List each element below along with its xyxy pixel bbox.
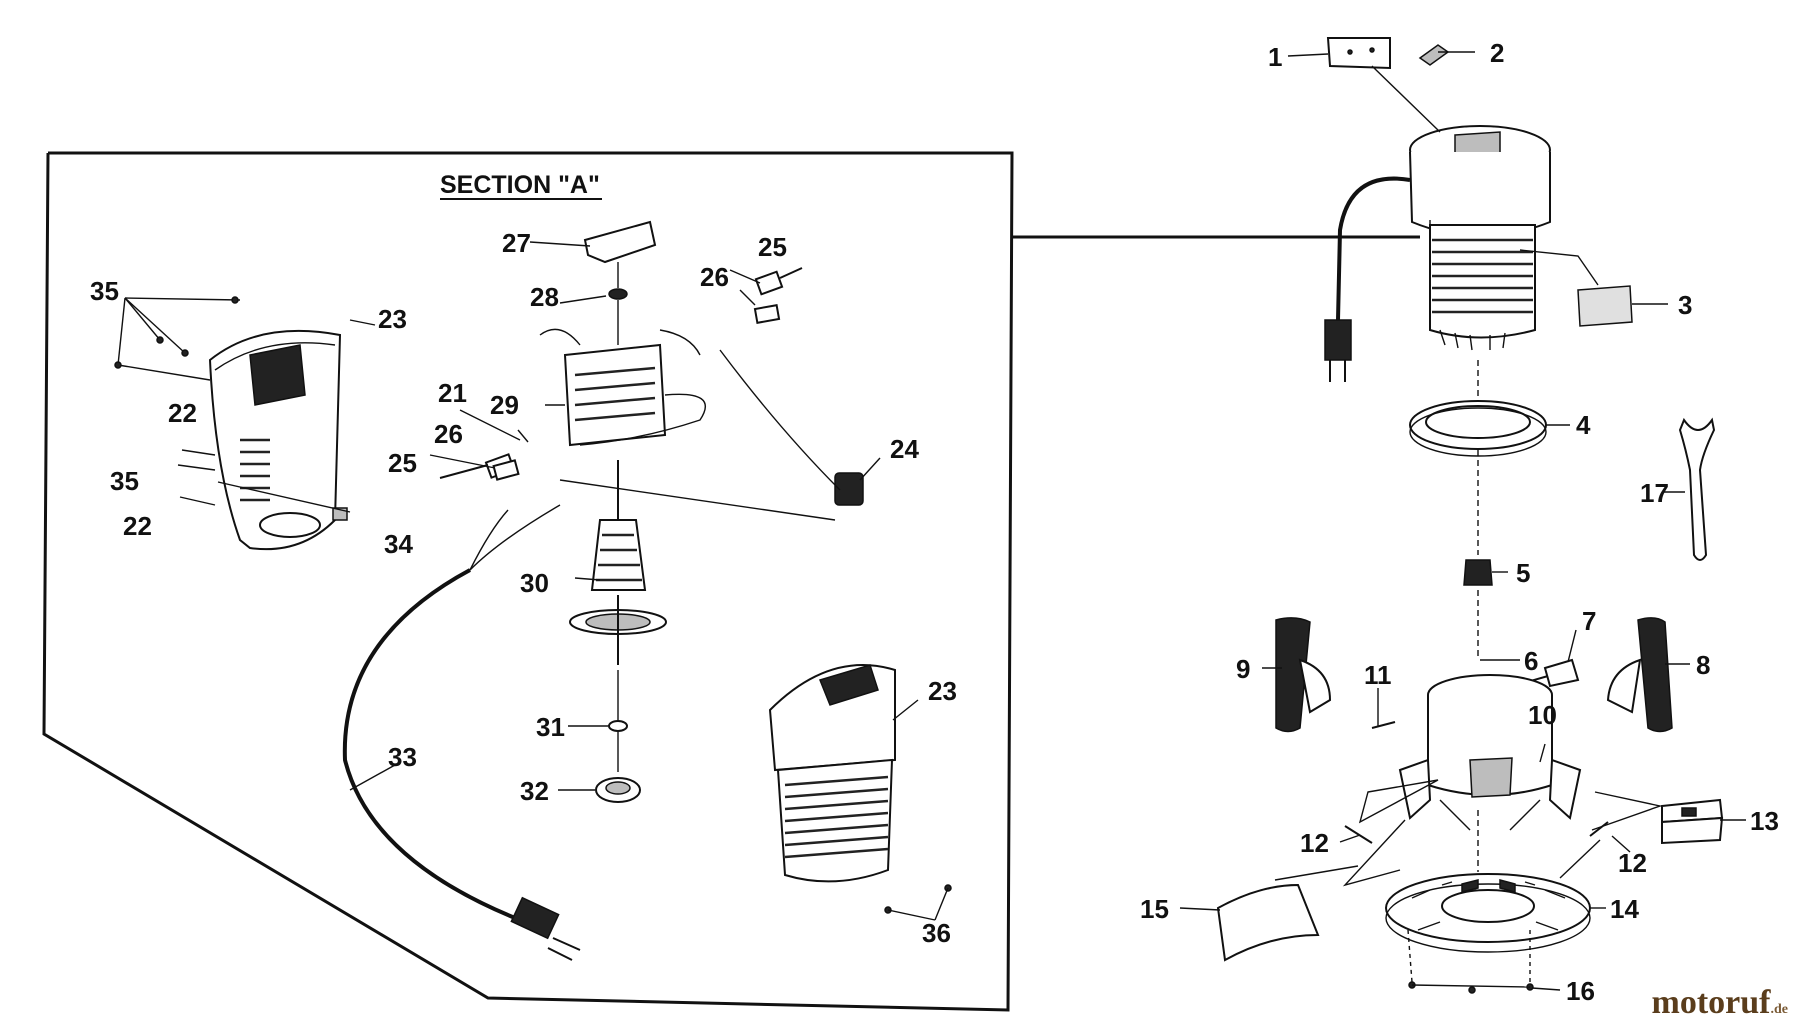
washer-31 (608, 720, 628, 732)
power-cord-assembly (1324, 176, 1411, 382)
brush-set-lower (439, 453, 520, 481)
chip-guard-15 (1216, 883, 1320, 962)
label-17: 17 (1640, 478, 1669, 508)
router-base-10 (1398, 674, 1582, 831)
screw-11 (1371, 721, 1396, 729)
motor-assembly (1409, 125, 1551, 351)
label-12a: 12 (1300, 828, 1329, 858)
lock-ring-4 (1409, 400, 1547, 457)
motor-housing-half (208, 329, 342, 551)
brush-holder (583, 220, 657, 264)
motor-housing-complete (768, 664, 952, 921)
label-11: 11 (1364, 660, 1392, 690)
label-22b: 22 (123, 511, 152, 541)
section-a-frame (42, 151, 1420, 1012)
leader-lines-section-a (217, 241, 919, 791)
label-22a: 22 (168, 398, 197, 428)
brush-set-upper (753, 267, 803, 324)
label-28: 28 (530, 282, 559, 312)
label-23a: 23 (378, 304, 407, 334)
label-7: 7 (1582, 606, 1596, 636)
label-2: 2 (1490, 38, 1504, 68)
label-4: 4 (1576, 410, 1591, 440)
base-plate-14 (1385, 873, 1591, 953)
watermark-logo: motoruf.de (1652, 984, 1788, 1022)
part-numbers: 35 23 22 35 22 34 27 28 26 25 21 29 26 2… (90, 38, 1779, 1006)
depth-stop-13 (1661, 798, 1724, 845)
label-31: 31 (536, 712, 565, 742)
label-23b: 23 (928, 676, 957, 706)
bearing-32 (595, 777, 641, 803)
label-30: 30 (520, 568, 549, 598)
handle-9 (1275, 617, 1332, 733)
switch-24 (559, 349, 864, 521)
label-35a: 35 (90, 276, 119, 306)
label-24: 24 (890, 434, 919, 464)
assembly-guide-lines (1274, 779, 1663, 984)
label-10: 10 (1528, 700, 1557, 730)
label-21: 21 (438, 378, 467, 408)
label-34: 34 (384, 529, 413, 559)
label-25a: 25 (758, 232, 787, 262)
watermark-brand: motoruf (1651, 984, 1771, 1021)
wrench-17 (1678, 417, 1716, 561)
label-25b: 25 (388, 448, 417, 478)
label-3 (1577, 285, 1633, 327)
label-26b: 26 (434, 419, 463, 449)
screws-16 (1408, 981, 1534, 994)
label-6: 6 (1524, 646, 1538, 676)
label-3: 3 (1678, 290, 1692, 320)
cap-2 (1418, 44, 1450, 66)
label-12b: 12 (1618, 848, 1647, 878)
watermark-tld: .de (1770, 1002, 1789, 1017)
collet-nut-5 (1463, 559, 1493, 586)
leader-lines-right (1179, 51, 1746, 991)
label-14: 14 (1610, 894, 1639, 924)
screws-35 (114, 296, 241, 381)
label-33: 33 (388, 742, 417, 772)
label-35b: 35 (110, 466, 139, 496)
label-8: 8 (1696, 650, 1710, 680)
screw-12-right (1589, 821, 1609, 837)
label-27: 27 (502, 228, 531, 258)
screw-12-left (1344, 825, 1373, 844)
label-1: 1 (1268, 42, 1282, 72)
label-29: 29 (490, 390, 519, 420)
label-16: 16 (1566, 976, 1595, 1006)
handle-8 (1606, 617, 1673, 733)
section-title: SECTION "A" (440, 171, 600, 199)
label-15: 15 (1140, 894, 1169, 924)
label-plate-1 (1326, 37, 1391, 70)
label-5: 5 (1516, 558, 1530, 588)
label-13: 13 (1750, 806, 1779, 836)
label-32: 32 (520, 776, 549, 806)
power-cord-section-a (342, 504, 581, 961)
label-36: 36 (922, 918, 951, 948)
label-9: 9 (1236, 654, 1250, 684)
bearing-28 (608, 288, 628, 300)
armature (569, 460, 667, 665)
small-screws-22 (177, 449, 216, 506)
field-coil (539, 328, 706, 447)
label-26a: 26 (700, 262, 729, 292)
